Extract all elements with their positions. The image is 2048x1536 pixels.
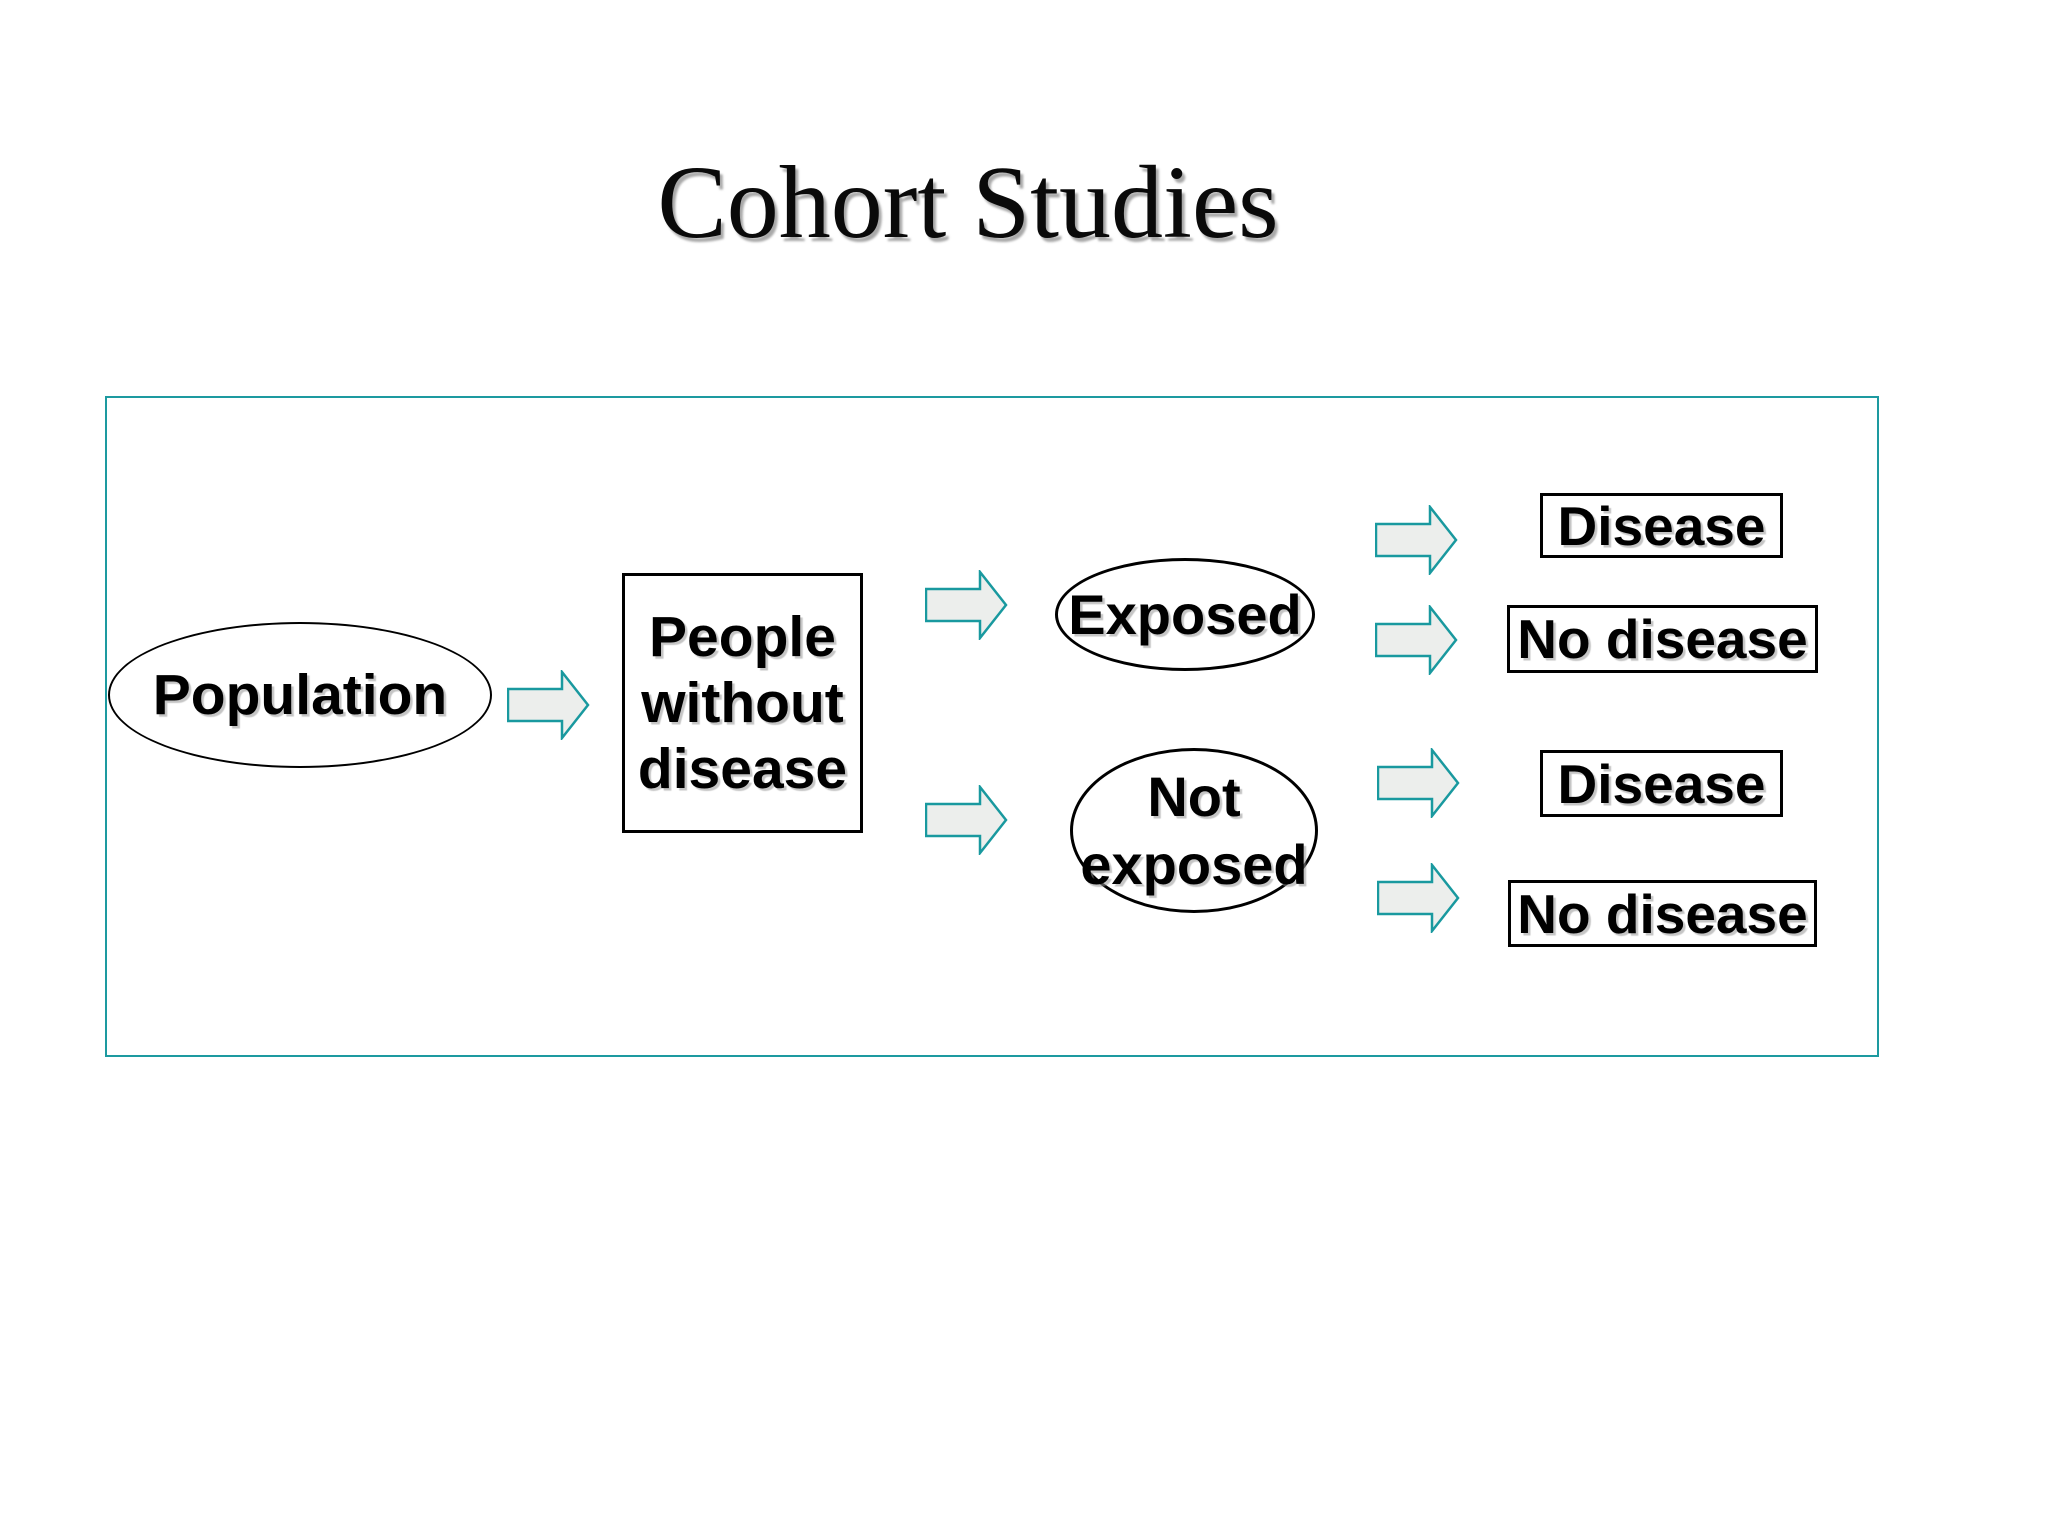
exposed-label: Exposed <box>1068 583 1302 646</box>
arrow-population-to-people-icon <box>507 670 590 740</box>
no-disease-box-not-exposed: No disease <box>1508 880 1817 947</box>
not-exposed-label: Not exposed <box>1080 764 1308 896</box>
arrow-exposed-to-no-disease-icon <box>1375 605 1458 675</box>
people-without-disease-label: People without disease <box>637 605 848 801</box>
arrow-people-to-not-exposed-icon <box>925 785 1008 855</box>
arrow-not-exposed-to-disease-icon <box>1377 748 1460 818</box>
no-disease-box-exposed: No disease <box>1507 605 1818 673</box>
population-ellipse: Population <box>108 622 492 768</box>
no-disease-label-exposed: No disease <box>1517 608 1808 670</box>
arrow-exposed-to-disease-icon <box>1375 505 1458 575</box>
disease-label-exposed: Disease <box>1557 494 1766 557</box>
disease-label-not-exposed: Disease <box>1557 752 1766 815</box>
slide-title: Cohort Studies <box>657 145 1279 260</box>
arrow-people-to-exposed-icon <box>925 570 1008 640</box>
disease-box-not-exposed: Disease <box>1540 750 1783 817</box>
people-without-disease-box: People without disease <box>622 573 863 833</box>
arrow-not-exposed-to-no-disease-icon <box>1377 863 1460 933</box>
no-disease-label-not-exposed: No disease <box>1517 882 1808 945</box>
not-exposed-ellipse: Not exposed <box>1070 748 1318 913</box>
population-label: Population <box>152 663 448 727</box>
diagram-frame <box>105 396 1879 1057</box>
exposed-ellipse: Exposed <box>1055 558 1315 671</box>
disease-box-exposed: Disease <box>1540 493 1783 558</box>
